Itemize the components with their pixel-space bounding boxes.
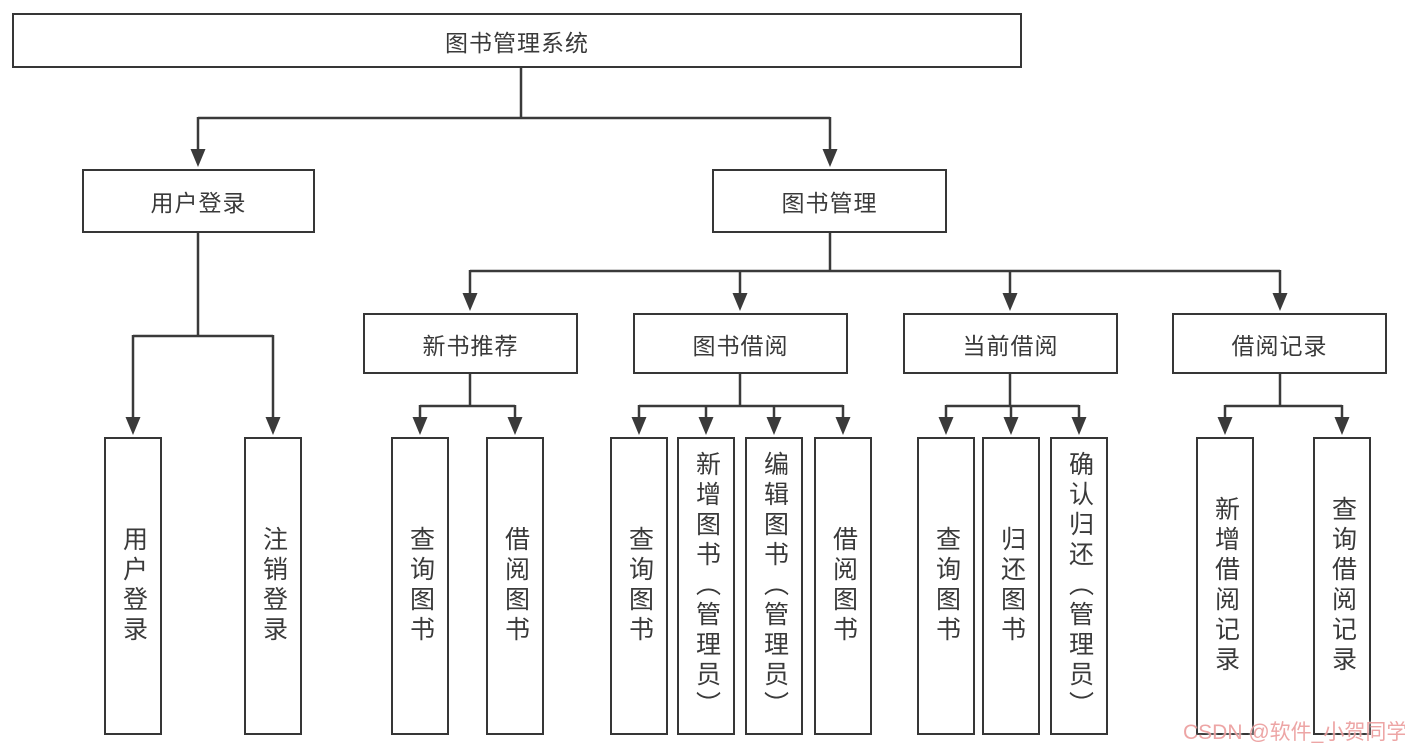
leaf-current-query-books: 查询图书 [917, 437, 975, 735]
csdn-watermark: CSDN @软件_小贺同学 [1183, 721, 1405, 744]
leaf-label: 新增借阅记录 [1211, 496, 1240, 676]
leaf-confirm-return-admin: 确认归还（管理员） [1050, 437, 1108, 735]
leaf-label: 查询图书 [625, 526, 654, 646]
node-book-borrowing: 图书借阅 [633, 313, 848, 374]
leaf-label: 查询图书 [406, 526, 435, 646]
leaf-label: 借阅图书 [501, 526, 530, 646]
arrowheads [125, 149, 1350, 435]
node-label: 新书推荐 [422, 332, 519, 359]
leaf-query-borrow-record: 查询借阅记录 [1313, 437, 1371, 735]
leaf-label: 查询图书 [932, 526, 961, 646]
leaf-add-books-admin: 新增图书（管理员） [677, 437, 735, 735]
leaf-label: 确认归还（管理员） [1065, 451, 1094, 721]
leaf-recommend-borrow-books: 借阅图书 [486, 437, 544, 735]
node-label: 用户登录 [150, 190, 247, 216]
node-label: 图书管理 [781, 190, 878, 216]
leaf-edit-books-admin: 编辑图书（管理员） [745, 437, 803, 735]
leaf-add-borrow-record: 新增借阅记录 [1196, 437, 1254, 735]
node-new-book-recommendation: 新书推荐 [363, 313, 578, 374]
node-label: 当前借阅 [962, 332, 1059, 359]
node-user-login: 用户登录 [82, 169, 315, 233]
leaf-recommend-query-books: 查询图书 [391, 437, 449, 735]
leaf-label: 编辑图书（管理员） [760, 451, 789, 721]
node-label: 借阅记录 [1231, 332, 1328, 359]
node-book-management: 图书管理 [712, 169, 947, 233]
node-current-borrowing: 当前借阅 [903, 313, 1118, 374]
leaf-label: 用户登录 [119, 526, 148, 646]
leaf-user-login: 用户登录 [104, 437, 162, 735]
leaf-borrow-query-books: 查询图书 [610, 437, 668, 735]
leaf-borrow-books: 借阅图书 [814, 437, 872, 735]
leaf-logout: 注销登录 [244, 437, 302, 735]
node-library-management-system: 图书管理系统 [12, 13, 1022, 68]
leaf-label: 借阅图书 [829, 526, 858, 646]
node-borrowing-records: 借阅记录 [1172, 313, 1387, 374]
leaf-label: 注销登录 [259, 526, 288, 646]
leaf-return-books: 归还图书 [982, 437, 1040, 735]
leaf-label: 查询借阅记录 [1328, 496, 1357, 676]
leaf-label: 新增图书（管理员） [692, 451, 721, 721]
node-label: 图书管理系统 [445, 29, 589, 56]
leaf-label: 归还图书 [997, 526, 1026, 646]
node-label: 图书借阅 [692, 332, 789, 359]
